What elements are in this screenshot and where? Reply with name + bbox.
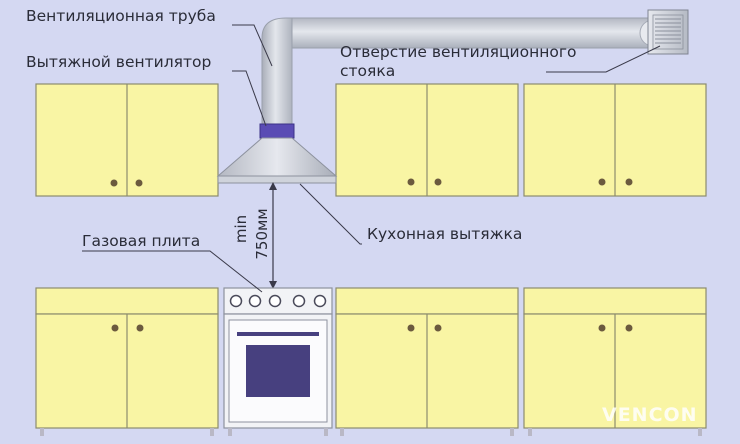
label-gas-stove: Газовая плита: [82, 232, 201, 250]
handle: [434, 324, 442, 332]
lower-cabinet-middle: [335, 287, 519, 436]
leader-vent-opening: [546, 45, 661, 73]
handle: [407, 324, 415, 332]
clearance-arrow: [269, 182, 277, 289]
oven-handle: [237, 332, 319, 336]
handle: [434, 178, 442, 186]
ventilation-pipe: [261, 17, 681, 125]
leader-lines: [82, 24, 661, 293]
handle: [111, 324, 119, 332]
vent-grille: [647, 9, 689, 55]
lower-cabinet-left: [35, 287, 219, 436]
label-vent-pipe: Вентиляционная труба: [26, 7, 216, 25]
leader-gas-stove: [82, 250, 263, 293]
label-vent-opening-line2: стояка: [340, 62, 396, 80]
label-kitchen-hood: Кухонная вытяжка: [367, 225, 523, 243]
oven-window: [246, 345, 310, 397]
stove-knob: [268, 294, 282, 308]
stove-knob: [229, 294, 243, 308]
leader-exhaust-fan: [232, 70, 267, 127]
kitchen-hood: [216, 137, 338, 184]
upper-cabinet-right: [523, 83, 707, 197]
brand-logo: VENCON: [602, 404, 698, 426]
handle: [625, 324, 633, 332]
stove-knob: [248, 294, 262, 308]
gas-stove: [223, 287, 333, 436]
handle: [625, 178, 633, 186]
handle: [136, 324, 144, 332]
handle: [598, 324, 606, 332]
handle: [135, 179, 143, 187]
label-clearance-min: min: [232, 214, 250, 244]
upper-cabinet-middle: [335, 83, 519, 197]
exhaust-fan: [259, 123, 295, 139]
handle: [110, 179, 118, 187]
handle: [598, 178, 606, 186]
label-vent-opening-line1: Отверстие вентиляционного: [340, 43, 577, 61]
label-clearance-value: 750мм: [253, 208, 271, 260]
upper-cabinet-left: [35, 83, 219, 197]
stove-knob: [313, 294, 327, 308]
leader-vent-pipe: [232, 24, 273, 67]
leader-kitchen-hood: [299, 183, 362, 245]
lower-cabinet-right: [523, 287, 707, 436]
label-exhaust-fan: Вытяжной вентилятор: [26, 53, 212, 71]
stove-knob: [292, 294, 306, 308]
handle: [407, 178, 415, 186]
